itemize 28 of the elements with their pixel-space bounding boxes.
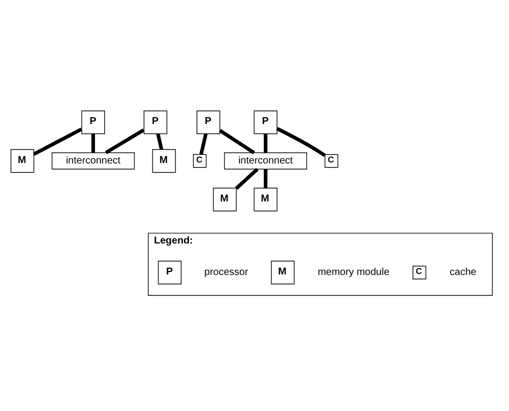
- connector: [105, 128, 145, 154]
- node-label: cache: [450, 266, 476, 278]
- connector: [276, 126, 326, 156]
- node-box: M: [270, 260, 295, 284]
- node-box: C: [412, 265, 426, 279]
- node-box: C: [324, 154, 338, 168]
- node-label: processor: [204, 266, 248, 278]
- connector: [264, 168, 268, 188]
- node-box: P: [144, 110, 168, 134]
- node-box: interconnect: [52, 152, 135, 170]
- connector: [156, 132, 164, 150]
- connector: [218, 128, 255, 154]
- node-box: M: [254, 187, 278, 211]
- node-box: P: [81, 110, 105, 134]
- connector: [235, 167, 259, 190]
- connector: [33, 127, 82, 156]
- connector: [199, 132, 208, 154]
- node-box: P: [254, 110, 278, 134]
- connector: [264, 133, 268, 152]
- node-box: P: [158, 260, 182, 284]
- node-label: memory module: [318, 266, 390, 278]
- node-box: C: [192, 154, 207, 168]
- node-box: M: [213, 187, 237, 211]
- node-box: M: [10, 148, 34, 172]
- node-box: interconnect: [224, 152, 308, 170]
- node-box: P: [196, 110, 220, 134]
- connector: [91, 133, 95, 152]
- node-box: M: [152, 148, 176, 172]
